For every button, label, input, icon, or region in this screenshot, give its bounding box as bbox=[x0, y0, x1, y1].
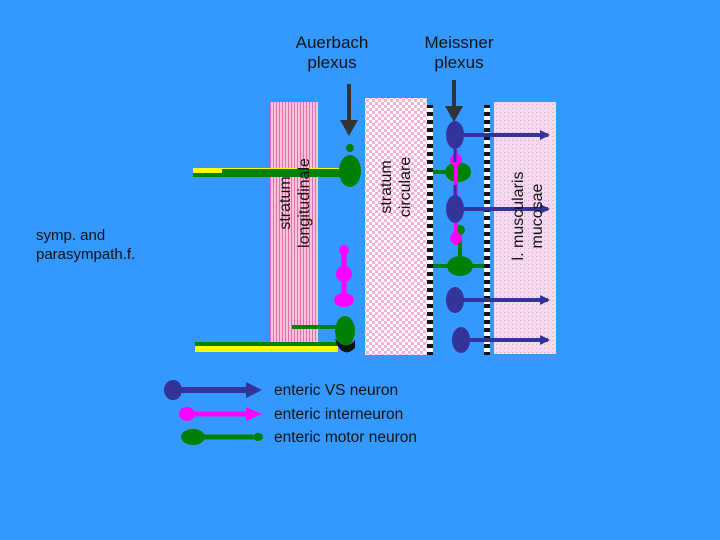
vs-neuron-1 bbox=[446, 121, 550, 162]
auerbach-input-arrow bbox=[340, 84, 358, 136]
legend-vs-neuron-label: enteric VS neuron bbox=[274, 382, 399, 399]
motor-neuron-2 bbox=[292, 316, 355, 353]
stratum-longitudinale-label: stratum longitudinale bbox=[277, 158, 313, 248]
symp-parasympath-label: symp. and parasympath.f. bbox=[36, 227, 136, 263]
legend-motor-neuron-symbol bbox=[181, 429, 263, 445]
meissner-input-arrow bbox=[445, 80, 463, 122]
vs-neuron-2 bbox=[446, 185, 550, 223]
meissner-plexus-label: Meissner plexus bbox=[424, 33, 494, 72]
vs-neuron-3 bbox=[446, 287, 550, 313]
interneuron-1 bbox=[334, 245, 354, 307]
legend-vs-neuron-symbol bbox=[164, 380, 262, 400]
vs-neuron-4 bbox=[452, 327, 550, 353]
legend-interneuron-label: enteric interneuron bbox=[274, 406, 404, 423]
stratum-longitudinale-layer bbox=[270, 102, 318, 352]
symp-fiber-bottom bbox=[195, 342, 338, 352]
auerbach-plexus-label: Auerbach plexus bbox=[295, 33, 369, 72]
auerbach-plexus-boundary bbox=[427, 105, 433, 355]
legend-motor-neuron-label: enteric motor neuron bbox=[274, 429, 418, 446]
legend-interneuron-symbol bbox=[179, 407, 262, 421]
mucosa-layer bbox=[494, 102, 556, 354]
motor-neuron-1 bbox=[222, 144, 361, 187]
motor-neuron-3 bbox=[433, 162, 471, 182]
muscularis-mucosae-label: l. muscularis mucosae bbox=[510, 171, 546, 261]
meissner-plexus-boundary bbox=[484, 105, 490, 355]
stratum-circulare-label: stratum circulare bbox=[378, 156, 414, 218]
stratum-circulare-layer bbox=[365, 98, 427, 355]
